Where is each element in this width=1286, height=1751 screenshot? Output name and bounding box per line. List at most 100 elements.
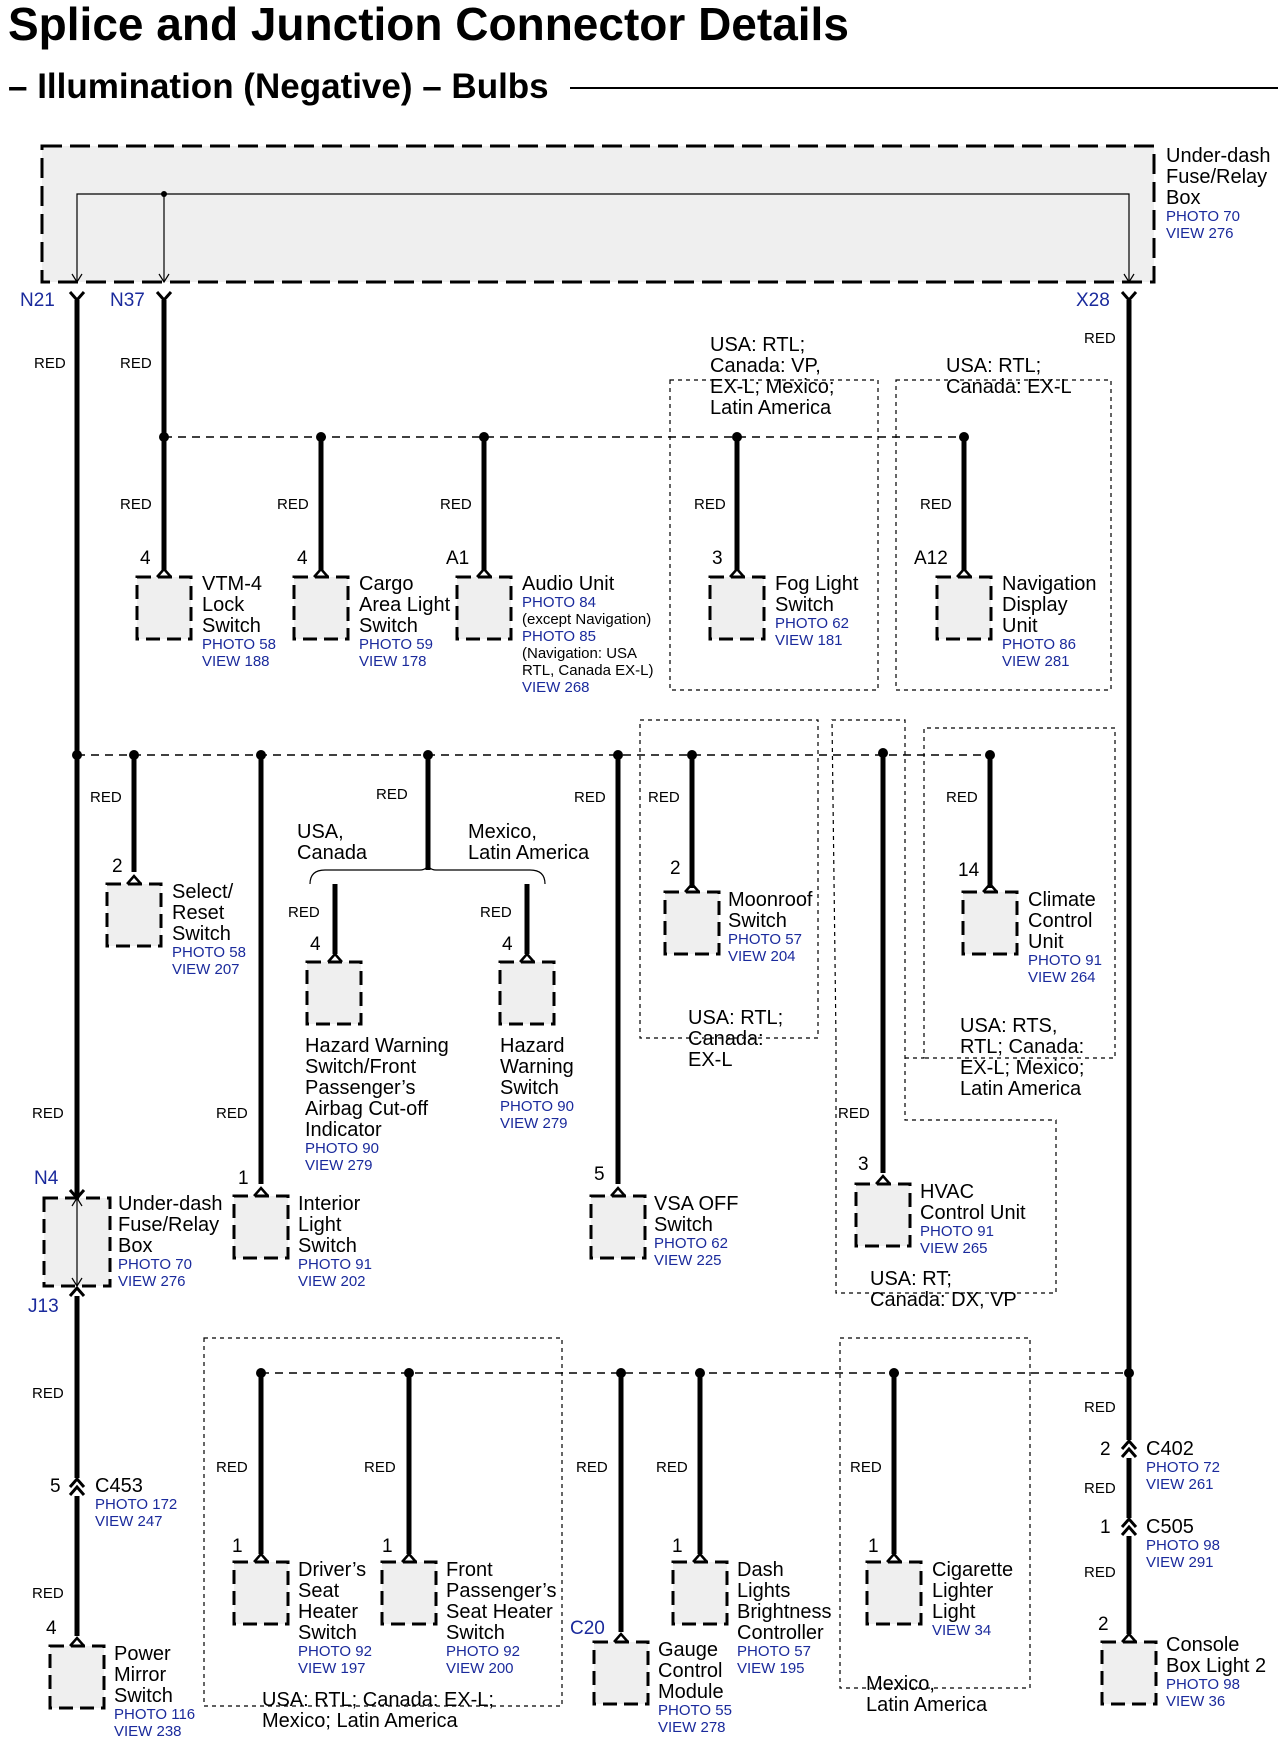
- vsa-view: VIEW 225: [654, 1252, 722, 1269]
- fuse-box-2-label: Under-dash Fuse/Relay Box: [118, 1193, 228, 1257]
- fog-pin: 3: [712, 548, 723, 569]
- cigarette-option-note: Mexico, Latin America: [866, 1673, 988, 1716]
- interior-view: VIEW 202: [298, 1273, 366, 1290]
- gauge-name: Gauge Control Module: [658, 1639, 728, 1703]
- interior-pin: 1: [238, 1168, 249, 1189]
- page-subtitle: – Illumination (Negative) – Bulbs: [8, 67, 549, 106]
- nav-photo: PHOTO 86: [1002, 636, 1076, 653]
- cargo-photo: PHOTO 59: [359, 636, 433, 653]
- wire-label-interior: RED: [216, 1105, 248, 1122]
- wire-label-n37: RED: [120, 355, 152, 372]
- console-name: Console Box Light 2: [1166, 1634, 1266, 1677]
- select-name: Select/ Reset Switch: [172, 881, 239, 945]
- gauge-view: VIEW 278: [658, 1719, 726, 1736]
- hvac-pin: 3: [858, 1154, 869, 1175]
- driver-seat-name: Driver’s Seat Heater Switch: [298, 1559, 372, 1644]
- climate-name: Climate Control Unit: [1028, 889, 1101, 953]
- nav-view: VIEW 281: [1002, 653, 1070, 670]
- dash-pin: 1: [672, 1536, 683, 1557]
- hvac-name: HVAC Control Unit: [920, 1181, 1026, 1224]
- front-seat-pin: 1: [382, 1536, 393, 1557]
- connector-j13: J13: [28, 1296, 59, 1317]
- nav-option-note: USA: RTL; Canada: EX-L: [946, 355, 1072, 398]
- driver-seat-photo: PHOTO 92: [298, 1643, 372, 1660]
- bus-n21-splices: [72, 748, 995, 760]
- hvac-control-unit: [854, 1174, 912, 1248]
- connector-c453-symbol: [68, 1476, 86, 1496]
- c505-photo: PHOTO 98: [1146, 1537, 1220, 1554]
- cigarette-lighter-light: [865, 1552, 923, 1626]
- dash-name: Dash Lights Brightness Controller: [737, 1559, 837, 1644]
- connector-fork-symbols: [68, 291, 1138, 303]
- nav-option-region: [895, 379, 1112, 691]
- connector-n37: N37: [110, 290, 145, 311]
- climate-pin: 14: [958, 860, 980, 881]
- audio-unit: [455, 567, 513, 641]
- hazard2-photo: PHOTO 90: [500, 1098, 574, 1115]
- c453-pin: 5: [50, 1476, 61, 1497]
- fuse-box-photo: PHOTO 70: [1166, 208, 1240, 225]
- fuse-box-2-photo: PHOTO 70: [118, 1256, 192, 1273]
- moonroof-switch: [663, 882, 721, 956]
- moonroof-option-region: [639, 719, 819, 1039]
- fuse-relay-box-n4-j13: [42, 1189, 112, 1297]
- wire-label-hvac: RED: [838, 1105, 870, 1122]
- mirror-pin: 4: [46, 1618, 57, 1639]
- cigarette-view: VIEW 34: [932, 1622, 991, 1639]
- hazard1-photo: PHOTO 90: [305, 1140, 379, 1157]
- hvac-view: VIEW 265: [920, 1240, 988, 1257]
- wire-label-audio: RED: [440, 496, 472, 513]
- fog-photo: PHOTO 62: [775, 615, 849, 632]
- fog-view: VIEW 181: [775, 632, 843, 649]
- cigarette-option-region: [839, 1337, 1031, 1689]
- cigarette-name: Cigarette Lighter Light: [932, 1559, 1019, 1623]
- wire-label-hazard1: RED: [288, 904, 320, 921]
- page-title: Splice and Junction Connector Details: [8, 0, 849, 50]
- wire-label-n4: RED: [32, 1105, 64, 1122]
- fuse-relay-box-top: [40, 144, 1156, 284]
- wire-label-dash: RED: [656, 1459, 688, 1476]
- wire-label-j13: RED: [32, 1385, 64, 1402]
- audio-note-1: (except Navigation): [522, 611, 651, 628]
- dash-photo: PHOTO 57: [737, 1643, 811, 1660]
- mirror-view: VIEW 238: [114, 1723, 182, 1740]
- drivers-seat-heater-switch: [232, 1552, 290, 1626]
- console-box-light-2: [1100, 1632, 1158, 1706]
- interior-photo: PHOTO 91: [298, 1256, 372, 1273]
- hazard1-pin: 4: [310, 934, 321, 955]
- front-seat-photo: PHOTO 92: [446, 1643, 520, 1660]
- climate-option-note: USA: RTS, RTL; Canada: EX-L; Mexico; Lat…: [960, 1015, 1090, 1100]
- wire-label-n21: RED: [34, 355, 66, 372]
- c402-view: VIEW 261: [1146, 1476, 1214, 1493]
- nav-pin: A12: [914, 548, 948, 569]
- audio-name: Audio Unit: [522, 573, 615, 595]
- seat-heater-option-note: USA: RTL; Canada: EX-L; Mexico; Latin Am…: [262, 1689, 500, 1732]
- audio-photo-1: PHOTO 84: [522, 594, 596, 611]
- connector-c402: C402: [1146, 1438, 1194, 1460]
- climate-photo: PHOTO 91: [1028, 952, 1102, 969]
- wire-label-fog: RED: [694, 496, 726, 513]
- hazard-warning-switch-front-passenger: [305, 952, 363, 1026]
- mirror-name: Power Mirror Switch: [114, 1643, 176, 1707]
- hazard2-view: VIEW 279: [500, 1115, 568, 1132]
- navigation-display-unit: [935, 567, 993, 641]
- audio-pin: A1: [446, 548, 469, 569]
- select-pin: 2: [112, 856, 123, 877]
- front-passenger-seat-heater-switch: [380, 1552, 438, 1626]
- driver-seat-view: VIEW 197: [298, 1660, 366, 1677]
- connector-x28: X28: [1076, 290, 1110, 311]
- fuse-box-view: VIEW 276: [1166, 225, 1234, 242]
- moonroof-pin: 2: [670, 858, 681, 879]
- wire-label-hazard-trunk: RED: [376, 786, 408, 803]
- audio-note-2b: RTL, Canada EX-L): [522, 662, 653, 679]
- fog-light-switch: [708, 567, 766, 641]
- hvac-photo: PHOTO 91: [920, 1223, 994, 1240]
- fuse-box-label: Under-dash Fuse/Relay Box: [1166, 145, 1276, 209]
- wire-label-c402: RED: [1084, 1480, 1116, 1497]
- wire-label-driver-seat: RED: [216, 1459, 248, 1476]
- interior-light-switch: [232, 1186, 290, 1260]
- audio-photo-2: PHOTO 85: [522, 628, 596, 645]
- wire-label-vtm4: RED: [120, 496, 152, 513]
- vsa-name: VSA OFF Switch: [654, 1193, 744, 1236]
